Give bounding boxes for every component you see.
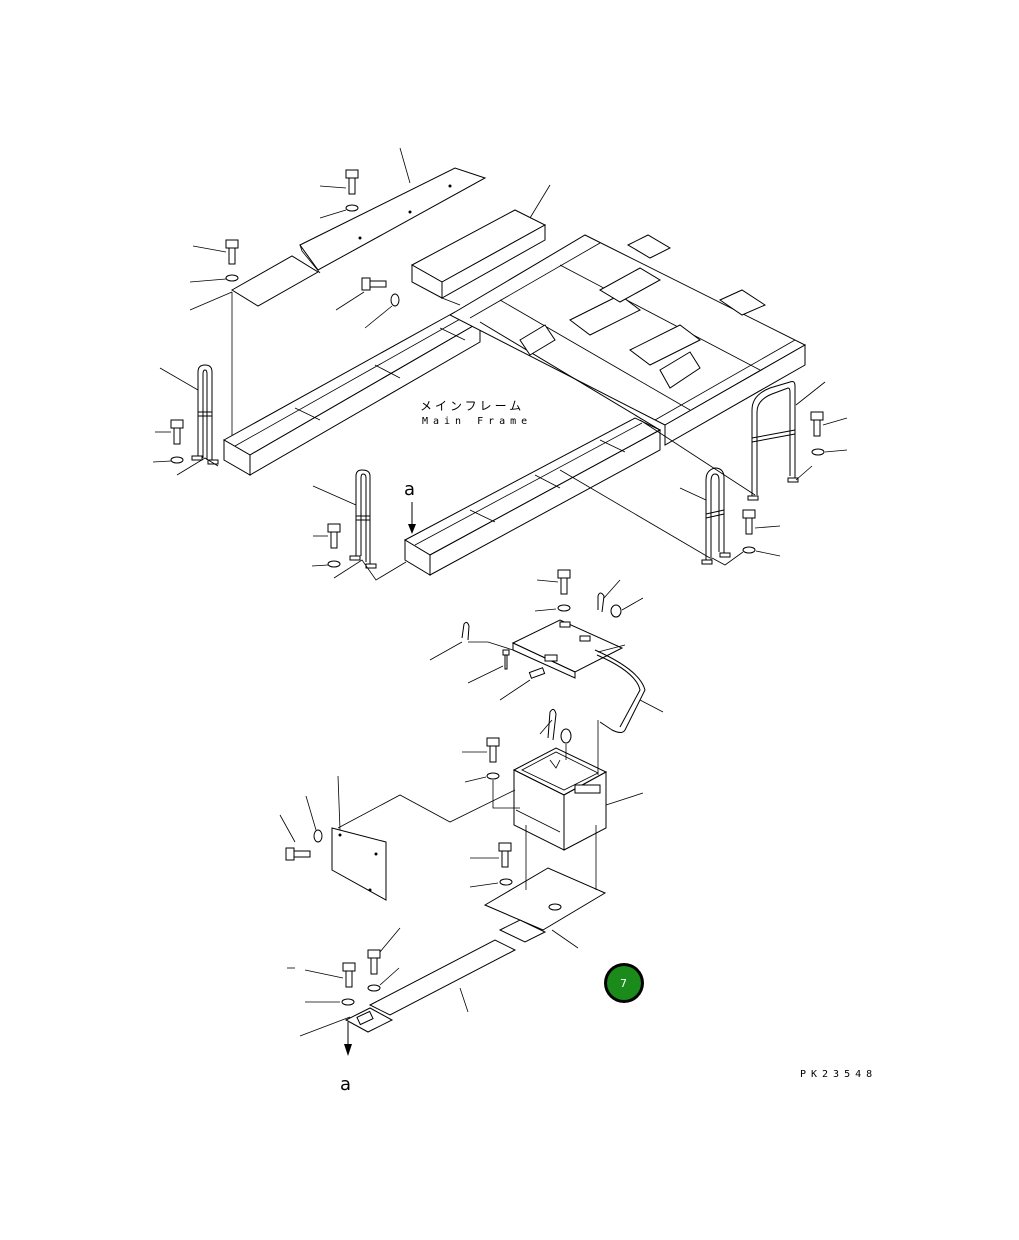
pin-icon	[528, 667, 546, 679]
main-frame-label-jp: メインフレーム	[420, 399, 524, 413]
washer-icon	[742, 546, 756, 554]
washer-icon	[345, 204, 359, 212]
cable	[594, 649, 646, 733]
step-plate	[344, 939, 517, 1033]
leader-line	[529, 184, 551, 219]
bolt-horizontal-icon	[361, 277, 387, 291]
leader-line	[399, 147, 411, 184]
bolt-icon	[742, 509, 756, 535]
washer-icon	[225, 274, 239, 282]
washer-icon	[367, 984, 381, 992]
page-badge: 7	[604, 963, 644, 1003]
bolt-icon	[342, 962, 356, 988]
view-marker-top: a	[404, 479, 415, 500]
battery-cover-plate	[511, 619, 624, 679]
washer-icon	[327, 560, 341, 568]
bolt-icon	[486, 737, 500, 763]
washer-icon	[341, 998, 355, 1006]
washer-icon	[557, 604, 571, 612]
bolt-icon	[225, 239, 239, 265]
view-marker-bottom: a	[340, 1074, 351, 1095]
drawing-code: PK23548	[800, 1069, 877, 1080]
handrail-right-front	[701, 467, 731, 565]
clip-icon	[597, 592, 605, 613]
bolt-icon	[345, 169, 359, 195]
handrail-left-rear	[191, 364, 219, 465]
bolt-icon	[170, 419, 184, 445]
washer-icon	[610, 604, 622, 618]
washer-icon	[170, 456, 184, 464]
handrail-left-front	[349, 469, 377, 569]
main-frame-label-en: Main Frame	[422, 416, 532, 427]
top-cover-plate-right	[299, 167, 487, 274]
washer-icon	[560, 728, 572, 744]
leader-line	[189, 291, 233, 311]
washer-icon	[486, 772, 500, 780]
bolt-icon	[327, 523, 341, 549]
clip-icon	[461, 621, 470, 641]
floor-plate	[483, 867, 607, 943]
side-cover-plate	[331, 827, 387, 901]
badge-circle	[607, 966, 641, 1000]
arrow-down-icon	[344, 1022, 352, 1056]
small-bolt-icon	[502, 649, 510, 670]
top-cover-plate-left	[231, 255, 319, 307]
badge-number: 7	[620, 977, 627, 990]
bolt-icon	[498, 842, 512, 868]
clip-icon	[547, 708, 557, 741]
washer-icon	[313, 829, 323, 843]
washer-icon	[499, 878, 513, 886]
handrail-right-rear	[747, 381, 799, 501]
arrow-down-icon	[408, 502, 416, 534]
washer-icon	[811, 448, 825, 456]
washer-icon	[390, 293, 400, 307]
bolt-horizontal-icon	[285, 847, 311, 861]
battery-box	[512, 747, 608, 851]
bolt-icon	[367, 949, 381, 975]
bolt-icon	[557, 569, 571, 595]
main-frame	[222, 234, 807, 576]
bolt-icon	[810, 411, 824, 437]
